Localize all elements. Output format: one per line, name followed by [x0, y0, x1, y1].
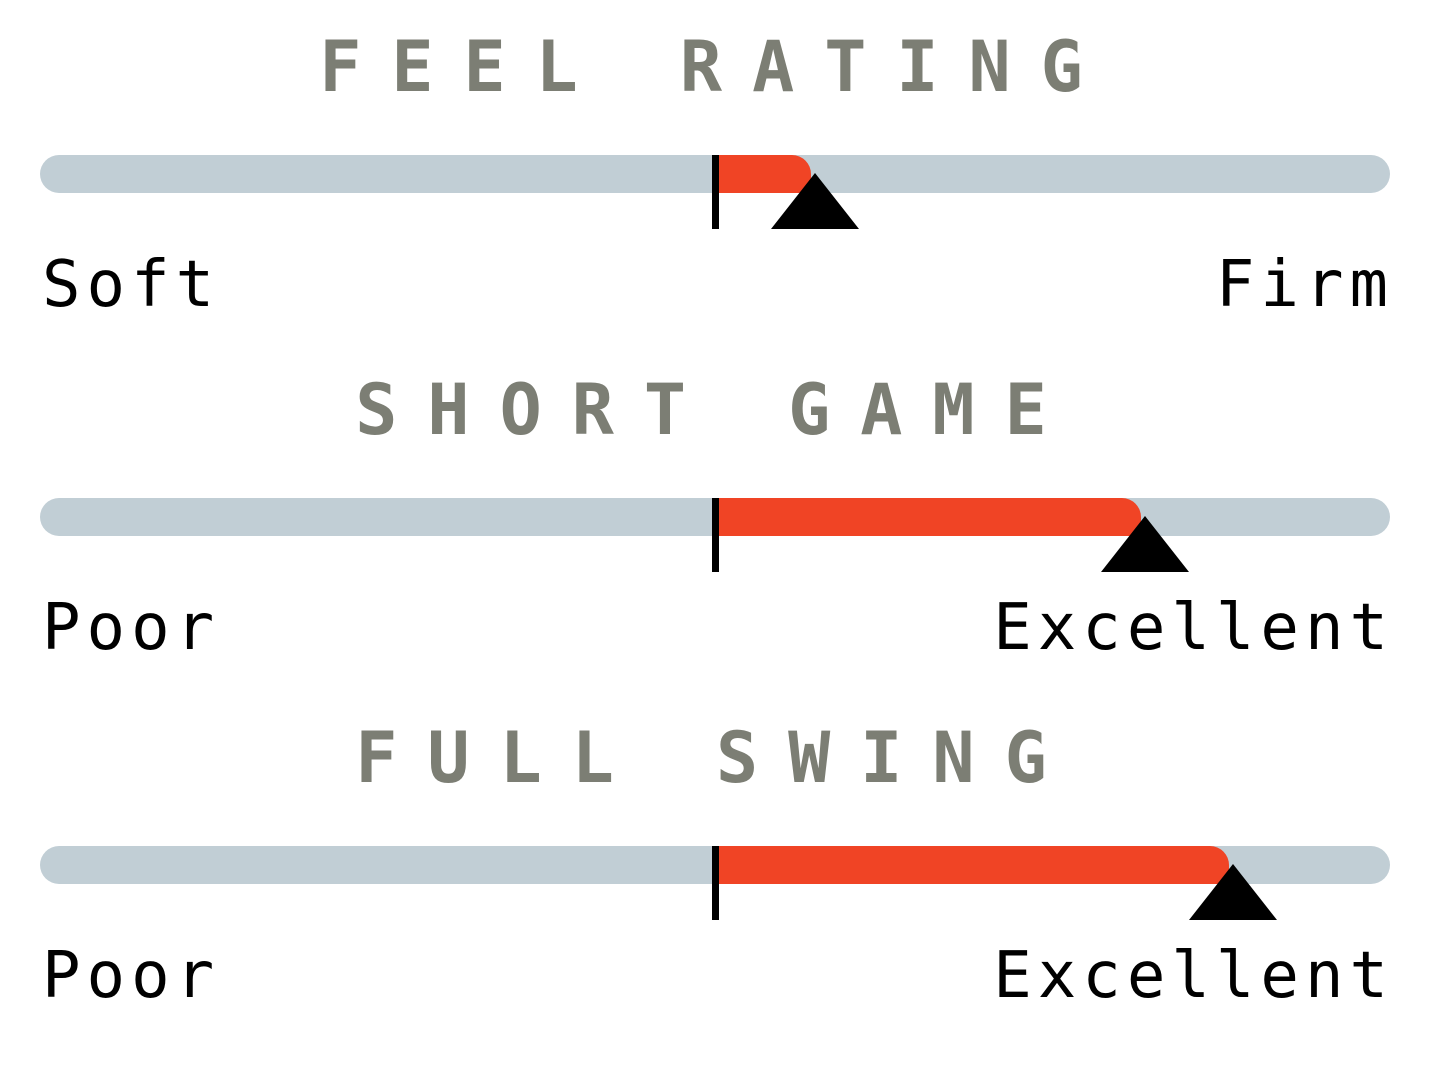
marker-triangle-icon: [1101, 516, 1189, 572]
min-label: Poor: [42, 591, 221, 665]
rating-title: FEEL RATING: [319, 26, 1113, 108]
rating-fill: [716, 846, 1229, 884]
rating-title: SHORT GAME: [355, 369, 1077, 451]
rating-fill: [716, 155, 811, 193]
marker-triangle-icon: [1189, 864, 1277, 920]
center-tick: [712, 155, 719, 229]
max-label: Excellent: [993, 591, 1394, 665]
rating-title: FULL SWING: [355, 717, 1077, 799]
center-tick: [712, 498, 719, 572]
center-tick: [712, 846, 719, 920]
rating-feel: FEEL RATING Soft Firm: [0, 0, 1432, 322]
max-label: Excellent: [993, 939, 1394, 1013]
max-label: Firm: [1215, 248, 1394, 322]
rating-full-swing: FULL SWING Poor Excellent: [0, 691, 1432, 1013]
min-label: Poor: [42, 939, 221, 1013]
min-label: Soft: [42, 248, 221, 322]
marker-triangle-icon: [771, 173, 859, 229]
rating-short-game: SHORT GAME Poor Excellent: [0, 343, 1432, 665]
rating-fill: [716, 498, 1141, 536]
